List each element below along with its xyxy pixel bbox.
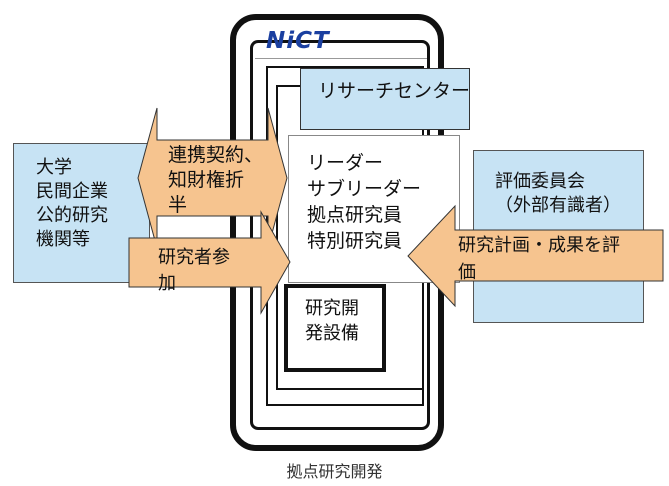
diagram-caption: 拠点研究開発 <box>286 462 383 481</box>
committee-subtitle: （外部有識者） <box>495 195 621 216</box>
equipment-box <box>284 284 386 372</box>
participation-line-2: 加 <box>158 273 176 294</box>
collaboration-line-2: 知財権折 <box>168 169 245 191</box>
research-center-box <box>300 68 470 130</box>
participation-label: 研究者参 加 <box>158 245 230 297</box>
committee-label: 評価委員会 （外部有識者） <box>495 170 621 218</box>
staff-base-researcher: 拠点研究員 <box>307 204 403 226</box>
equipment-line-1: 研究開 <box>305 298 359 319</box>
equipment-line-2: 発設備 <box>305 323 359 344</box>
partners-box <box>13 143 150 283</box>
partner-university: 大学 <box>36 157 72 178</box>
evaluation-arrow <box>407 204 664 308</box>
collaboration-line-1: 連携契約、 <box>168 144 264 166</box>
staff-special-researcher: 特別研究員 <box>307 230 403 252</box>
collaboration-arrow <box>137 107 288 249</box>
evaluation-line-1: 研究計画・成果を評 <box>458 235 620 256</box>
participation-line-1: 研究者参 <box>158 247 230 268</box>
collaboration-line-3: 半 <box>168 194 188 216</box>
staff-leader: リーダー <box>307 152 384 174</box>
partner-public-research: 公的研究 <box>36 205 108 226</box>
staff-subleader: サブリーダー <box>307 178 422 200</box>
nict-logo: NiCT <box>266 28 330 54</box>
partner-private-company: 民間企業 <box>36 181 108 202</box>
logo-separator <box>255 58 427 59</box>
committee-title: 評価委員会 <box>495 171 585 192</box>
collaboration-label: 連携契約、 知財権折 半 <box>168 143 263 218</box>
participation-arrow <box>128 210 291 315</box>
evaluation-line-2: 価 <box>458 262 476 283</box>
partner-institutions: 機関等 <box>36 229 90 250</box>
staff-list: リーダー サブリーダー 拠点研究員 特別研究員 <box>307 150 421 254</box>
equipment-label: 研究開 発設備 <box>305 296 359 346</box>
partners-list: 大学 民間企業 公的研究 機関等 <box>36 156 108 252</box>
evaluation-label: 研究計画・成果を評 価 <box>458 232 620 286</box>
research-center-label: リサーチセンター <box>318 80 471 102</box>
